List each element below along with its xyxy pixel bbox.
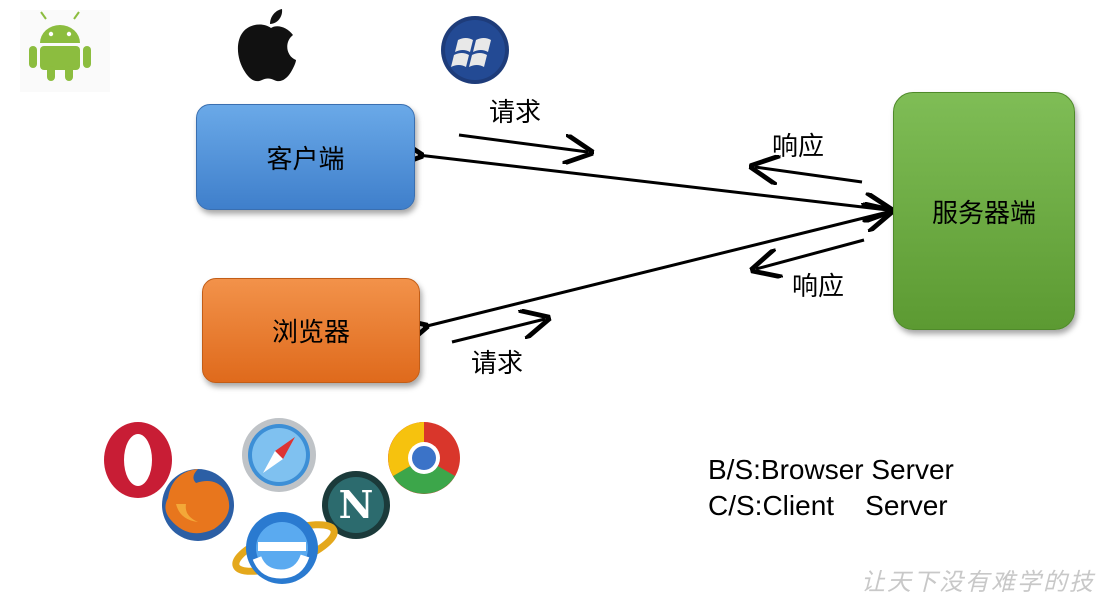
client-node: 客户端: [196, 104, 415, 210]
bs-definition: B/S:Browser Server: [708, 454, 954, 485]
browser-server-arrow: [423, 212, 888, 327]
chrome-icon: [388, 422, 460, 494]
response-label-top: 响应: [772, 132, 825, 162]
browser-label: 浏览器: [271, 318, 350, 348]
netscape-icon: N: [322, 471, 390, 539]
safari-icon: [242, 418, 316, 492]
android-icon: [20, 10, 110, 92]
response-arrow-bottom: [756, 238, 865, 269]
response-label-bottom: 响应: [792, 272, 845, 302]
watermark: 让天下没有难学的技: [861, 568, 1095, 596]
browser-node: 浏览器: [202, 278, 420, 383]
request-arrow-bottom: [451, 319, 545, 344]
server-node: 服务器端: [893, 92, 1075, 330]
apple-icon: [237, 9, 296, 82]
svg-text:N: N: [339, 482, 374, 527]
client-server-arrow: [418, 155, 888, 210]
firefox-icon: [162, 469, 234, 541]
request-label-bottom: 请求: [471, 349, 524, 379]
response-arrow-top: [755, 167, 863, 182]
cs-definition: C/S:Client Server: [708, 490, 948, 521]
request-label-top: 请求: [489, 98, 542, 128]
opera-icon: [104, 422, 172, 498]
client-label: 客户端: [266, 144, 345, 175]
request-arrow-top: [458, 133, 588, 152]
ie-icon: [232, 512, 338, 584]
server-label: 服务器端: [931, 198, 1036, 229]
windows-icon: [441, 16, 509, 84]
